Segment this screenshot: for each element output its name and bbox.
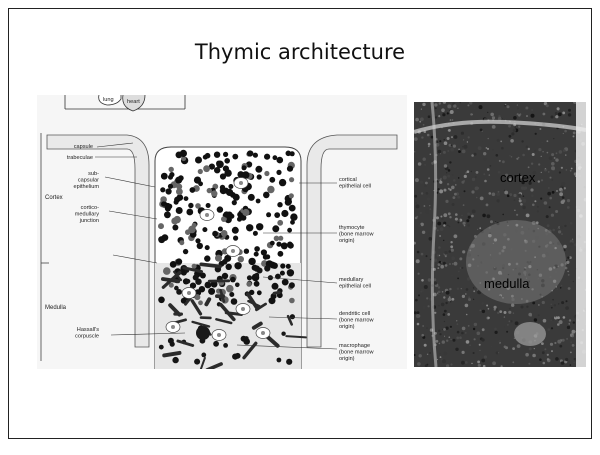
left-trabecula xyxy=(47,135,149,347)
micrograph-svg xyxy=(414,102,586,367)
left-label-0: capsule xyxy=(74,144,93,150)
hassalls-corpuscle xyxy=(514,322,546,346)
medulla-region-label: Medulla xyxy=(45,305,67,311)
slide: Thymic architecture lung heart xyxy=(8,8,592,439)
thymus-micrograph: cortex medulla xyxy=(414,102,586,367)
inset-label-heart: heart xyxy=(127,99,140,105)
thymus-diagram-svg: lung heart xyxy=(37,95,407,369)
cortex-region-label: Cortex xyxy=(45,195,63,201)
left-label-1: trabeculae xyxy=(67,155,93,161)
medulla-area xyxy=(466,220,566,304)
thymus-diagram: lung heart xyxy=(37,95,407,369)
micrograph-label-cortex: cortex xyxy=(500,170,535,185)
micrograph-label-medulla: medulla xyxy=(484,276,530,291)
inset-label-lung: lung xyxy=(103,97,114,103)
slide-title: Thymic architecture xyxy=(9,40,591,64)
